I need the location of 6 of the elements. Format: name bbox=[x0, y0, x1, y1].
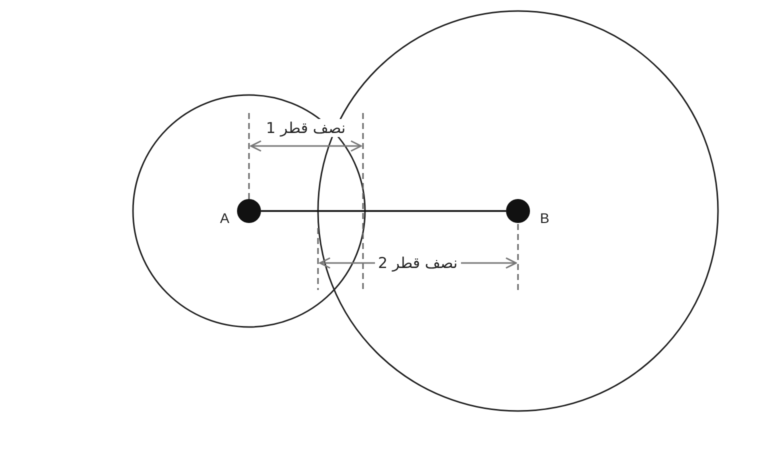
point-marker bbox=[506, 199, 530, 223]
point-label: A bbox=[220, 210, 230, 226]
point-marker bbox=[237, 199, 261, 223]
dimension-label: نصف قطر 2 bbox=[375, 254, 461, 272]
connector-line bbox=[261, 210, 506, 212]
point-label: B bbox=[540, 210, 550, 226]
